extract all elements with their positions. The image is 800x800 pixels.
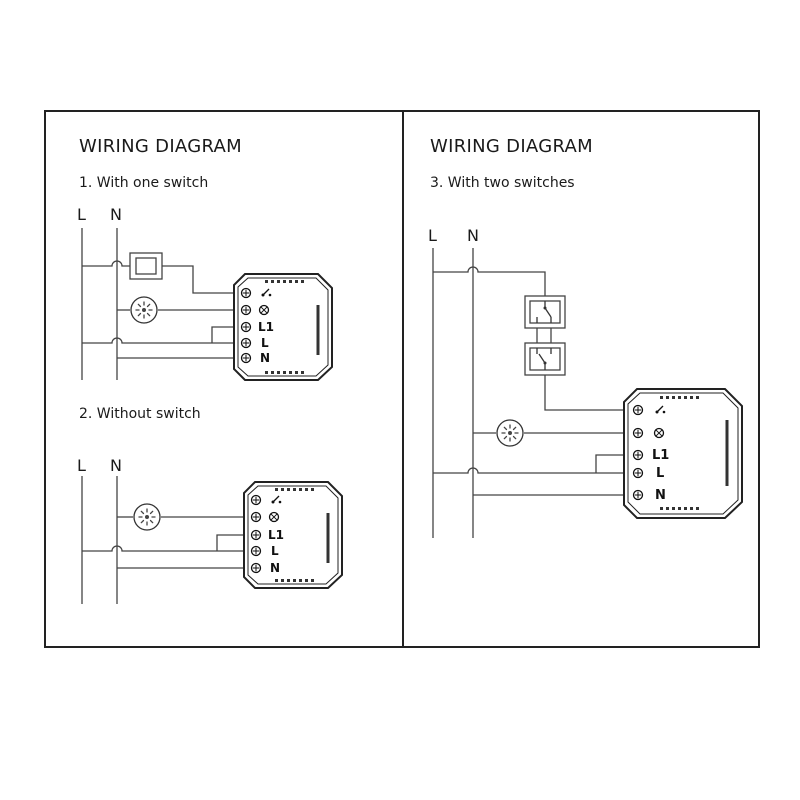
s3-neutral-label: N <box>467 226 479 245</box>
s2-term-l1: L1 <box>268 528 284 542</box>
s2-term-n: N <box>270 561 280 575</box>
s1-term-l: L <box>261 336 269 350</box>
s3-term-n: N <box>655 488 666 503</box>
s2-neutral-label: N <box>110 456 122 475</box>
s1-term-n: N <box>260 351 270 365</box>
left-heading: WIRING DIAGRAM <box>79 136 242 157</box>
s1-lamp-icon <box>130 296 158 324</box>
right-heading: WIRING DIAGRAM <box>430 136 593 157</box>
s3-term-l1: L1 <box>652 448 669 463</box>
s2-relay-module-icon: L1 L N <box>243 481 343 589</box>
s1-relay-module-icon: L1 L N <box>233 273 333 381</box>
s3-relay-module-icon: L1 L N <box>623 388 743 519</box>
section3-title: 3. With two switches <box>430 175 575 191</box>
s2-live-label: L <box>77 456 86 475</box>
s1-switch-icon <box>129 252 163 280</box>
section2-title: 2. Without switch <box>79 406 201 422</box>
s1-neutral-label: N <box>110 205 122 224</box>
s3-wires <box>432 248 629 538</box>
s1-wires <box>81 228 238 380</box>
s3-lamp-icon <box>496 419 524 447</box>
s2-term-l: L <box>271 544 279 558</box>
section1-title: 1. With one switch <box>79 175 209 191</box>
s3-two-way-switch-icon-b <box>524 342 566 376</box>
s2-lamp-icon <box>133 503 161 531</box>
s3-term-l: L <box>656 466 664 481</box>
s3-live-label: L <box>428 226 437 245</box>
s2-wires <box>81 476 248 604</box>
s1-term-l1: L1 <box>258 320 274 334</box>
s1-live-label: L <box>77 205 86 224</box>
s3-two-way-switch-icon-a <box>524 295 566 329</box>
right-panel <box>402 110 760 648</box>
